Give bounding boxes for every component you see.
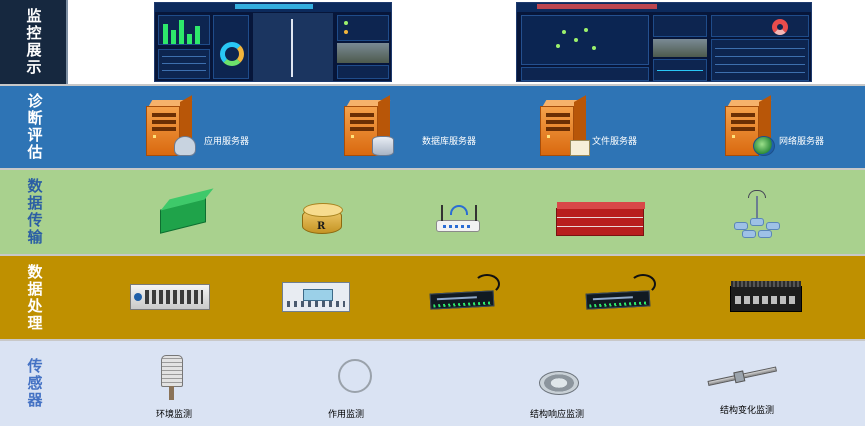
- strain-gauge-icon: [707, 366, 777, 386]
- ring-sensor-icon: [539, 371, 579, 395]
- database-server-icon: [344, 95, 396, 158]
- server-caption: 网络服务器: [779, 136, 825, 147]
- dtu-module-icon: [429, 274, 520, 314]
- server-caption: 应用服务器: [204, 136, 250, 147]
- dashboard-screenshot-2: [516, 2, 812, 82]
- network-server: 网络服务器: [725, 95, 825, 158]
- layer-label-transmission: 数据传输: [0, 170, 68, 254]
- processing-device-row: [68, 256, 865, 339]
- network-device-row: R: [68, 170, 865, 254]
- server-row: 应用服务器 数据库服务器 文件服务器 网络服务器: [68, 86, 865, 168]
- application-server-icon: [146, 95, 198, 158]
- layer-sensors: 传感器 环境监测 作用监测 结构响应监测 结构变化监测: [0, 341, 865, 426]
- layer-monitoring-display: 监控展示: [0, 0, 865, 84]
- sensor-caption: 环境监测: [156, 410, 193, 420]
- layer-data-processing: 数据处理: [0, 256, 865, 339]
- layer-label-processing: 数据处理: [0, 256, 68, 339]
- wireless-base-station-icon: [726, 190, 788, 240]
- server-caption: 文件服务器: [592, 136, 638, 147]
- sensor-caption: 作用监测: [328, 410, 365, 420]
- dashboard-screenshot-1: [154, 2, 392, 82]
- network-server-icon: [725, 95, 777, 158]
- layer-label-diagnosis: 诊断评估: [0, 86, 68, 168]
- sensor-row: 环境监测 作用监测 结构响应监测 结构变化监测: [68, 341, 865, 426]
- cable-sensor-icon: [338, 359, 372, 393]
- application-server: 应用服务器: [146, 95, 250, 158]
- sensor-caption: 结构变化监测: [720, 406, 775, 416]
- layer-divider: [0, 168, 865, 170]
- layer-title: 数据处理: [25, 263, 44, 332]
- sensor-caption: 结构响应监测: [530, 410, 585, 420]
- layer-diagnosis-evaluation: 诊断评估 应用服务器 数据库服务器 文件服务器: [0, 86, 865, 168]
- layer-label-sensors: 传感器: [0, 341, 68, 426]
- layer-divider: [0, 339, 865, 341]
- layer-title: 传感器: [25, 358, 44, 409]
- layer-label-monitoring: 监控展示: [0, 0, 68, 84]
- acquisition-rack-icon: [130, 284, 210, 310]
- industrial-pc-icon: [730, 281, 806, 318]
- layer-title: 数据传输: [25, 178, 44, 246]
- file-server-icon: [540, 95, 592, 158]
- monitoring-screens: [68, 0, 865, 84]
- server-caption: 数据库服务器: [422, 136, 477, 147]
- layer-title: 监控展示: [24, 8, 43, 76]
- file-server: 文件服务器: [540, 95, 638, 158]
- layer-title: 诊断评估: [25, 93, 44, 161]
- database-server: 数据库服务器: [344, 95, 477, 158]
- data-logger-icon: [282, 282, 350, 312]
- weather-shield-sensor-icon: [161, 355, 183, 400]
- layer-data-transmission: 数据传输 R: [0, 170, 865, 254]
- layer-divider: [0, 254, 865, 256]
- dtu-module-icon: [585, 274, 676, 314]
- layer-divider: [0, 84, 865, 86]
